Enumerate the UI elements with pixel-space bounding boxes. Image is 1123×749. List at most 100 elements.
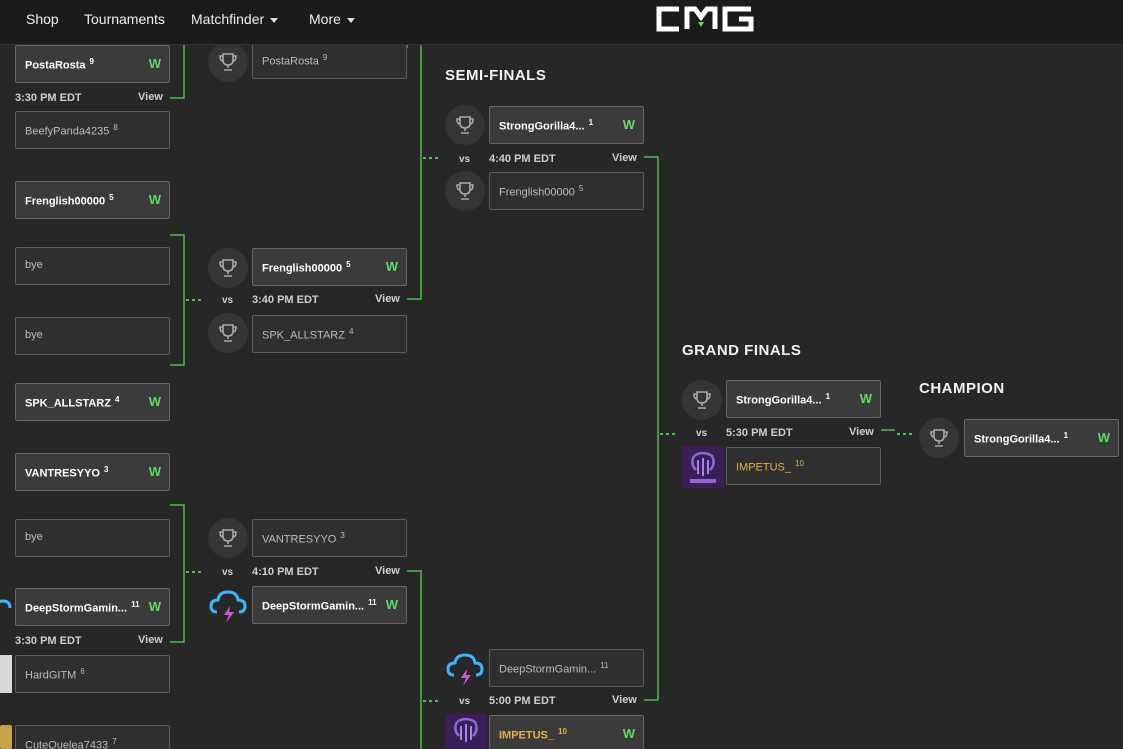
- trophy-icon: [219, 324, 237, 342]
- player-seed: 4: [348, 327, 354, 336]
- player-seed: 10: [558, 727, 567, 736]
- winner-mark: W: [1097, 430, 1110, 445]
- player-slot[interactable]: DeepStormGamin...11 W: [252, 586, 407, 624]
- player-slot[interactable]: IMPETUS_10 W: [489, 715, 644, 749]
- winner-mark: W: [148, 56, 161, 71]
- player-seed: 4: [114, 395, 120, 404]
- view-match-link[interactable]: View: [612, 694, 637, 706]
- match-time: 3:40 PM EDT: [252, 294, 319, 306]
- winner-mark: W: [859, 391, 872, 406]
- view-match-link[interactable]: View: [138, 634, 163, 646]
- player-seed: 9: [89, 57, 94, 66]
- player-name: bye: [25, 329, 43, 341]
- chevron-down-icon: [346, 17, 355, 23]
- player-slot[interactable]: DeepStormGamin...11 W: [15, 588, 170, 626]
- bracket-connector-lines: [170, 45, 912, 749]
- trophy-placeholder: [208, 45, 248, 82]
- player-seed: 5: [109, 193, 114, 202]
- player-name: DeepStormGamin...11: [262, 598, 377, 613]
- champion-header: CHAMPION: [919, 380, 1005, 397]
- player-name: StrongGorilla4...1: [499, 118, 594, 133]
- nav-matchfinder[interactable]: Matchfinder: [191, 0, 279, 38]
- winner-mark: W: [622, 117, 635, 132]
- player-slot[interactable]: IMPETUS_10: [726, 447, 881, 485]
- nav-more[interactable]: More: [309, 0, 355, 38]
- player-avatar: [0, 725, 12, 749]
- trophy-placeholder: [208, 313, 248, 353]
- player-seed: 10: [795, 459, 804, 468]
- view-match-link[interactable]: View: [612, 152, 637, 164]
- player-seed: 5: [346, 260, 351, 269]
- trophy-icon: [219, 259, 237, 277]
- player-seed: 1: [588, 118, 594, 127]
- trophy-placeholder: [445, 105, 485, 145]
- player-name: StrongGorilla4...1: [974, 431, 1069, 446]
- player-seed: 11: [368, 598, 377, 607]
- view-match-link[interactable]: View: [375, 293, 400, 305]
- player-seed: 1: [1063, 431, 1069, 440]
- trophy-placeholder: [919, 418, 959, 458]
- nav-more-label: More: [309, 11, 341, 27]
- storm-cloud-avatar-icon: [0, 599, 12, 609]
- trophy-icon: [456, 182, 474, 200]
- vs-label: vs: [222, 567, 234, 578]
- trophy-icon: [693, 391, 711, 409]
- player-seed: 3: [340, 531, 345, 540]
- match-time: 3:30 PM EDT: [15, 635, 82, 647]
- view-match-link[interactable]: View: [849, 426, 874, 438]
- vs-label: vs: [459, 154, 471, 165]
- impetus-avatar-icon: [682, 446, 724, 488]
- vs-label: vs: [696, 428, 708, 439]
- trophy-icon: [930, 429, 948, 447]
- nav-shop[interactable]: Shop: [26, 11, 59, 27]
- trophy-placeholder: [208, 518, 248, 558]
- storm-cloud-avatar-icon: [209, 590, 247, 623]
- player-name: bye: [25, 259, 43, 271]
- trophy-placeholder: [682, 380, 722, 420]
- storm-cloud-avatar-icon: [446, 653, 484, 686]
- player-name: StrongGorilla4...1: [736, 392, 831, 407]
- player-slot[interactable]: StrongGorilla4...1 W: [726, 380, 881, 418]
- nav-tournaments[interactable]: Tournaments: [84, 11, 165, 27]
- champion-slot[interactable]: StrongGorilla4...1 W: [964, 419, 1119, 457]
- semi-finals-header: SEMI-FINALS: [445, 67, 547, 84]
- bracket-canvas: SEMI-FINALS GRAND FINALS CHAMPION PostaR…: [0, 45, 1123, 749]
- player-name: IMPETUS_10: [736, 459, 804, 474]
- player-slot[interactable]: DeepStormGamin...11: [489, 649, 644, 687]
- player-slot[interactable]: StrongGorilla4...1 W: [489, 106, 644, 144]
- grand-finals-header: GRAND FINALS: [682, 342, 802, 359]
- match-time: 4:10 PM EDT: [252, 566, 319, 578]
- player-slot[interactable]: bye: [15, 247, 170, 285]
- view-match-link[interactable]: View: [375, 565, 400, 577]
- player-slot[interactable]: bye: [15, 317, 170, 355]
- winner-mark: W: [148, 599, 161, 614]
- player-avatar: [0, 655, 12, 693]
- winner-mark: W: [148, 464, 161, 479]
- view-match-link[interactable]: View: [138, 91, 163, 103]
- player-name: DeepStormGamin...11: [25, 600, 140, 615]
- player-slot[interactable]: bye: [15, 519, 170, 557]
- trophy-icon: [219, 529, 237, 547]
- cmg-logo[interactable]: [655, 5, 759, 33]
